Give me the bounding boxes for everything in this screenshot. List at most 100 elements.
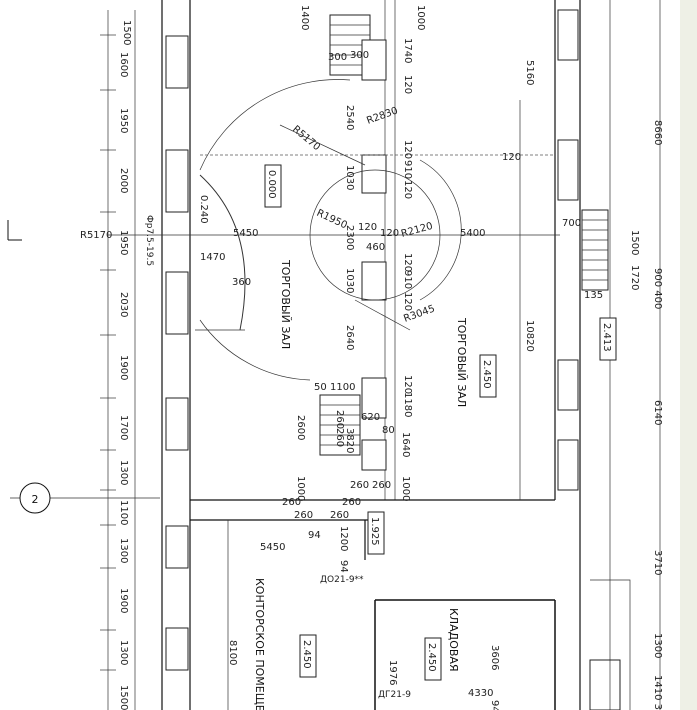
- dimension-inner_dims-d260e: 260: [282, 497, 301, 508]
- level-office: 2.450: [301, 640, 312, 669]
- dim-right-1: 900 400: [652, 268, 663, 309]
- dim-left-0: 1600: [118, 52, 129, 77]
- dimension-inner_dims-d260a: 260: [334, 410, 345, 429]
- dimension-inner_dims-d120d: 120: [502, 152, 521, 163]
- dim-right-4: 1300: [652, 633, 663, 658]
- dim-left-12: 1500: [118, 685, 129, 710]
- window-3: [165, 271, 189, 335]
- level-storage: 2.450: [426, 643, 437, 672]
- dimension-inner_dims-d10820: 10820: [524, 320, 535, 352]
- dimension-inner_dims-d300a: 300: [328, 52, 347, 63]
- dimension-inner_dims-d1720: 1720: [629, 265, 640, 290]
- dimension-inner_dims-d1640: 1640: [400, 432, 411, 457]
- corridor-stair: [319, 394, 361, 456]
- dimension-inner_dims-d50: 50: [314, 382, 327, 393]
- dimension-inner_dims-d1000b: 1000: [400, 476, 411, 501]
- left-dimension-chain: [100, 10, 136, 710]
- window-5: [165, 525, 189, 569]
- window-4: [165, 397, 189, 451]
- dimension-inner_dims-d1740: 1740: [402, 38, 413, 63]
- window-2: [165, 149, 189, 213]
- dimension-inner_dims-d1470: 1470: [200, 252, 225, 263]
- dimension-inner_dims-d260c: 260: [350, 480, 369, 491]
- dimension-inner_dims-d910a: 910: [402, 160, 413, 179]
- dimension-inner_dims-d1100: 1100: [330, 382, 355, 393]
- dim-left-3: 1950: [118, 230, 129, 255]
- dimension-inner_dims-d135: 135: [584, 290, 603, 301]
- dimension-inner_dims-d1976: 1976: [387, 660, 398, 685]
- window-6: [165, 627, 189, 671]
- dimension-inner_dims-d5450a: 5450: [233, 228, 258, 239]
- dimension-inner_dims-d260h: 260: [330, 510, 349, 521]
- dim-left-10: 1900: [118, 588, 129, 613]
- dimension-inner_dims-d460: 460: [366, 242, 385, 253]
- scan-edge: [680, 0, 697, 710]
- right-stair: [581, 209, 609, 291]
- dim-top-1400: 1400: [299, 5, 310, 30]
- left-exterior-wall: [161, 0, 191, 710]
- dimension-inner_dims-d360: 360: [232, 277, 251, 288]
- dimension-inner_dims-d94a: 94: [308, 530, 321, 541]
- dimension-inner_dims-d120i: 120: [402, 375, 413, 394]
- dimension-inner_dims-d1200: 1200: [338, 526, 349, 551]
- dimension-inner_dims-d80: 80: [382, 425, 395, 436]
- dimension-inner_dims-d8100: 8100: [227, 640, 238, 665]
- dimension-inner_dims-d260d: 260: [372, 480, 391, 491]
- dimension-inner_dims-d2540: 2540: [344, 105, 355, 130]
- dim-left-9: 1300: [118, 538, 129, 563]
- right-dimension-labels: 8660 900 400 6140 3710 1300 1410 3: [652, 120, 663, 710]
- dim-top-1000: 1000: [415, 5, 426, 30]
- radius-r5170-left: R5170: [80, 230, 112, 241]
- dimension-inner_dims-d260g: 260: [294, 510, 313, 521]
- dimension-inner_dims-d300b: 300: [350, 50, 369, 61]
- dimension-inner_dims-d3820: 3820: [344, 428, 355, 453]
- dimension-inner_dims-d260b: 260: [334, 428, 345, 447]
- dimension-inner_dims-d5160: 5160: [524, 60, 535, 85]
- dimension-inner_dims-d120c: 120: [402, 180, 413, 199]
- dimension-inner_dims-d94b: 94: [338, 560, 349, 573]
- dim-right-2: 6140: [652, 400, 663, 425]
- lower-walls: [190, 100, 631, 710]
- dimension-inner_dims-d120h: 120: [402, 292, 413, 311]
- dimension-inner_dims-d2600: 2600: [295, 415, 306, 440]
- dimension-inner_dims-d700: 700: [562, 218, 581, 229]
- dimension-inner_dims-d120a: 120: [402, 75, 413, 94]
- dimension-inner_dims-d120e: 120: [358, 222, 377, 233]
- dimension-inner_dims-d5450b: 5450: [260, 542, 285, 553]
- dimension-inner_dims-d620: 620: [361, 412, 380, 423]
- dimension-inner_dims-d2300: 2300: [344, 225, 355, 250]
- dim-left-8: 1100: [118, 500, 129, 525]
- dimension-inner_dims-d120f: 120: [380, 228, 399, 239]
- dimension-inner_dims-d910b: 910: [402, 270, 413, 289]
- level-corridor: 1.925: [369, 517, 380, 546]
- dim-left-top: 1500: [121, 20, 132, 45]
- dimension-inner_dims-d1030b: 1030: [344, 268, 355, 293]
- left-dimension-labels: 1500 1600 1950 2000 1950 2030 1900 1700 …: [118, 20, 132, 710]
- dimension-inner_dims-d5400: 5400: [460, 228, 485, 239]
- level-hall-right: 2.450: [481, 360, 492, 389]
- window-mark: Фр7.5-19.5: [144, 215, 154, 266]
- dimension-inner_dims-d1500: 1500: [629, 230, 640, 255]
- axis-label: 2: [32, 493, 39, 506]
- dimension-inner_dims-d260f: 260: [342, 497, 361, 508]
- dimension-inner_dims-d2640: 2640: [344, 325, 355, 350]
- dimension-inner_dims-d1000a: 1000: [295, 476, 306, 501]
- dim-left-1: 1950: [118, 108, 129, 133]
- dim-right-3: 3710: [652, 550, 663, 575]
- inner-dimensions: 300 300 1740 120 2540 5160 1030 120 910 …: [200, 38, 640, 710]
- grid-axis-marker: 2: [7, 220, 160, 514]
- dim-left-2: 2000: [118, 168, 129, 193]
- level-markers: 0.000 2.450 1.925 2.413 2.450 2.450 0.24…: [198, 164, 617, 681]
- level-hall-left: 0.000: [266, 170, 277, 199]
- door-office-mark: ДО21-9**: [320, 575, 364, 585]
- dim-left-11: 1300: [118, 640, 129, 665]
- door-storage-mark: ДГ21-9: [378, 690, 411, 700]
- dim-left-5: 1900: [118, 355, 129, 380]
- room-hall-left: ТОРГОВЫЙ ЗАЛ: [279, 259, 292, 349]
- dim-right-5: 1410 3: [652, 675, 663, 710]
- dimension-inner_dims-d3606: 3606: [489, 645, 500, 670]
- dimension-inner_dims-d120g: 120: [402, 253, 413, 272]
- radius-arcs: [108, 79, 560, 381]
